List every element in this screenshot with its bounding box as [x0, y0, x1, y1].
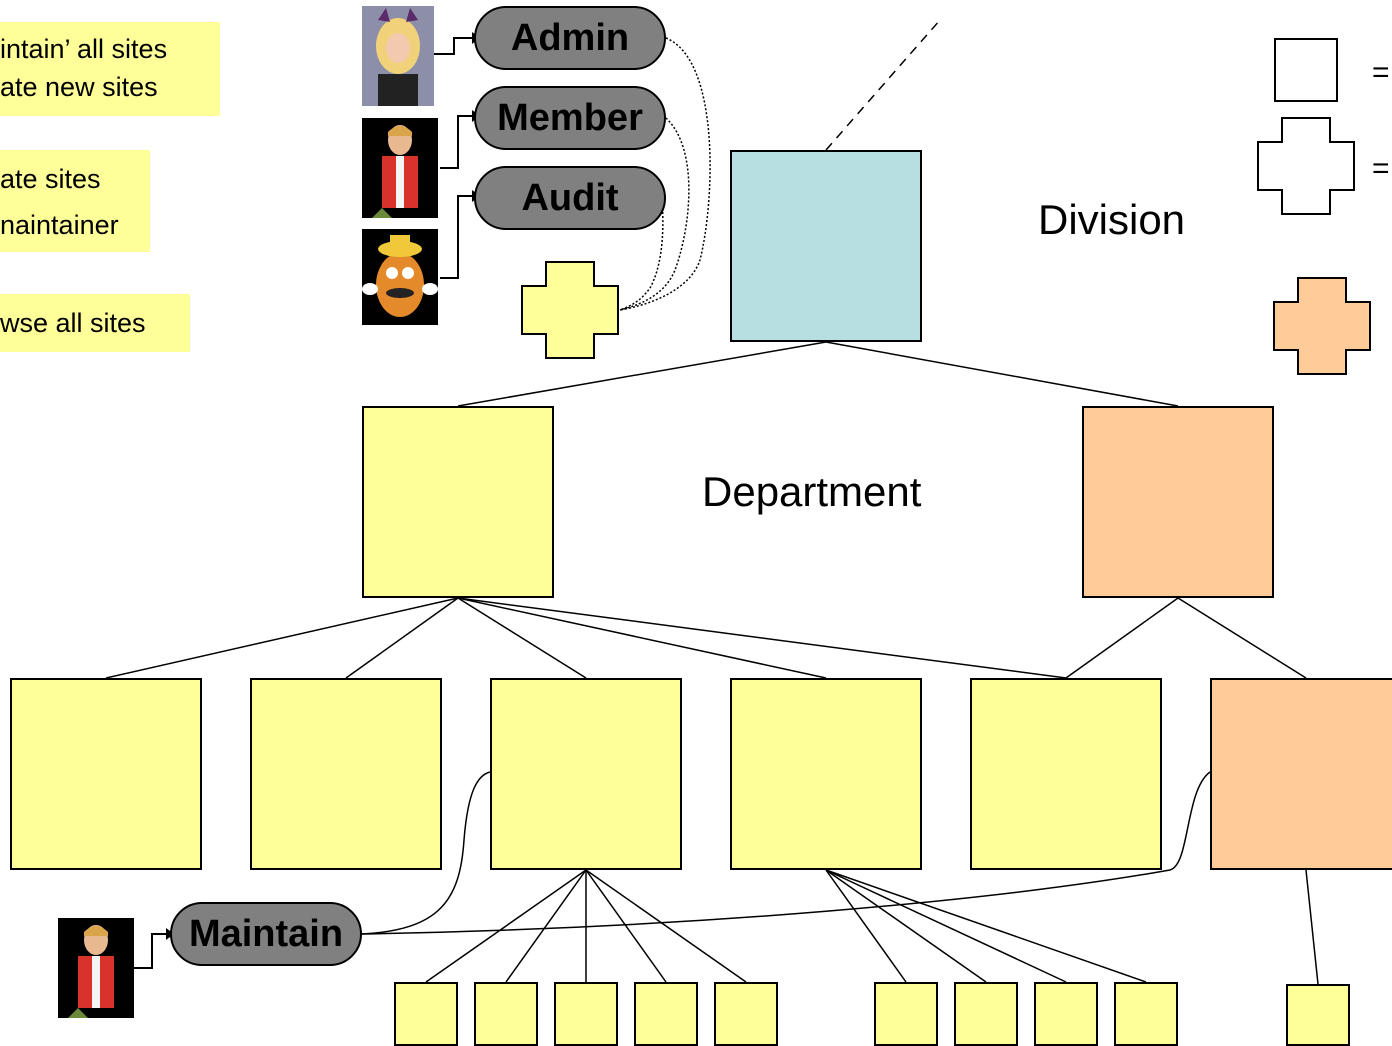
audit-note: wse all sites	[0, 294, 190, 352]
division-label: Division	[1038, 196, 1186, 243]
sub-site[interactable]	[1286, 984, 1350, 1046]
legend-equals-site: =	[1372, 56, 1390, 89]
sub-site[interactable]	[714, 982, 778, 1046]
team-site-2[interactable]	[250, 678, 442, 870]
department-label: Department	[702, 468, 922, 515]
legend-cross-icon	[1257, 117, 1355, 215]
admin-note: intain’ all sites ate new sites	[0, 22, 220, 116]
admin-role-pill[interactable]: Admin	[474, 6, 666, 70]
member-note-line2: naintainer	[0, 210, 119, 240]
sub-site[interactable]	[394, 982, 458, 1046]
member-role-pill[interactable]: Member	[474, 86, 666, 150]
department-site-right[interactable]	[1082, 406, 1274, 598]
team-site-1[interactable]	[10, 678, 202, 870]
admin-note-line2: ate new sites	[0, 72, 158, 102]
member-note-line1: ate sites	[0, 164, 101, 194]
person-ken-icon	[362, 118, 438, 218]
division-site[interactable]	[730, 150, 922, 342]
department-site-left[interactable]	[362, 406, 554, 598]
sub-site[interactable]	[634, 982, 698, 1046]
sub-site[interactable]	[1114, 982, 1178, 1046]
admin-note-line1: intain’ all sites	[0, 34, 168, 64]
dashed-parent-line	[825, 19, 941, 151]
team-site-3[interactable]	[490, 678, 682, 870]
person-potato-head-icon	[362, 229, 438, 325]
person-ken-icon-maintainer	[58, 918, 134, 1018]
member-note: ate sites naintainer	[0, 150, 150, 252]
sub-site[interactable]	[954, 982, 1018, 1046]
maintain-role-pill[interactable]: Maintain	[170, 902, 362, 966]
person-barbie-icon	[362, 6, 434, 106]
sub-site[interactable]	[1034, 982, 1098, 1046]
team-site-6[interactable]	[1210, 678, 1392, 870]
audit-note-line1: wse all sites	[0, 308, 146, 338]
cross-group-icon	[521, 261, 619, 359]
sub-site[interactable]	[874, 982, 938, 1046]
legend-site-square-icon	[1274, 38, 1338, 102]
sub-site[interactable]	[554, 982, 618, 1046]
audit-role-pill[interactable]: Audit	[474, 166, 666, 230]
team-site-5[interactable]	[970, 678, 1162, 870]
legend-equals-group: =	[1372, 152, 1390, 185]
legend-peach-cross-icon	[1273, 277, 1371, 375]
sub-site[interactable]	[474, 982, 538, 1046]
team-site-4[interactable]	[730, 678, 922, 870]
